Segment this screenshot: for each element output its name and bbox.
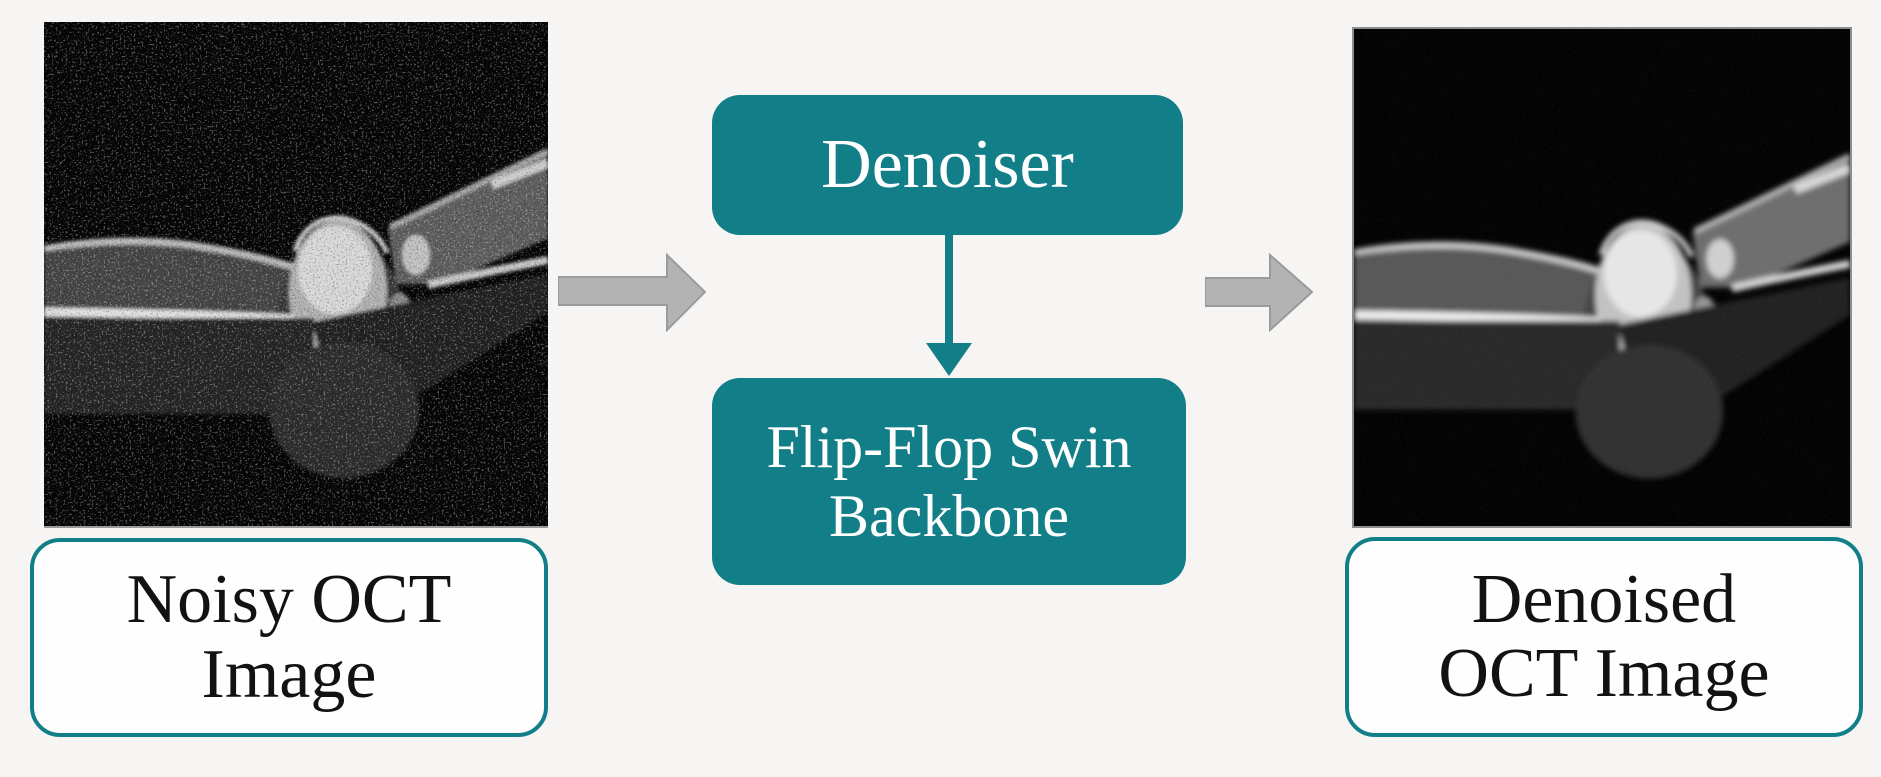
fine-grain-overlay xyxy=(1354,29,1850,526)
denoised-oct-image xyxy=(1352,27,1852,528)
flow-down-arrow-icon xyxy=(926,235,972,376)
noisy-oct-label-box: Noisy OCT Image xyxy=(30,538,548,737)
denoiser-node-label: Denoiser xyxy=(821,126,1074,203)
denoiser-node: Denoiser xyxy=(712,95,1183,235)
noisy-oct-image xyxy=(44,22,548,528)
speckle-noise-overlay xyxy=(44,22,548,526)
denoised-oct-label-line1: Denoised xyxy=(1471,560,1737,638)
flow-right-arrow-icon xyxy=(1205,252,1313,332)
denoised-oct-label-line2: OCT Image xyxy=(1438,635,1770,712)
flow-right-arrow-icon xyxy=(558,252,706,332)
noisy-oct-label-line1: Noisy OCT xyxy=(126,561,452,639)
noisy-oct-label-line2: Image xyxy=(201,635,377,713)
backbone-node: Flip-Flop Swin Backbone xyxy=(712,378,1186,585)
denoised-oct-label-box: Denoised OCT Image xyxy=(1345,537,1863,737)
backbone-node-line1: Flip-Flop Swin xyxy=(766,414,1132,481)
denoised-oct-scan-graphic xyxy=(1354,29,1850,526)
backbone-node-line2: Backbone xyxy=(829,482,1069,549)
noisy-oct-scan-graphic xyxy=(44,22,548,526)
